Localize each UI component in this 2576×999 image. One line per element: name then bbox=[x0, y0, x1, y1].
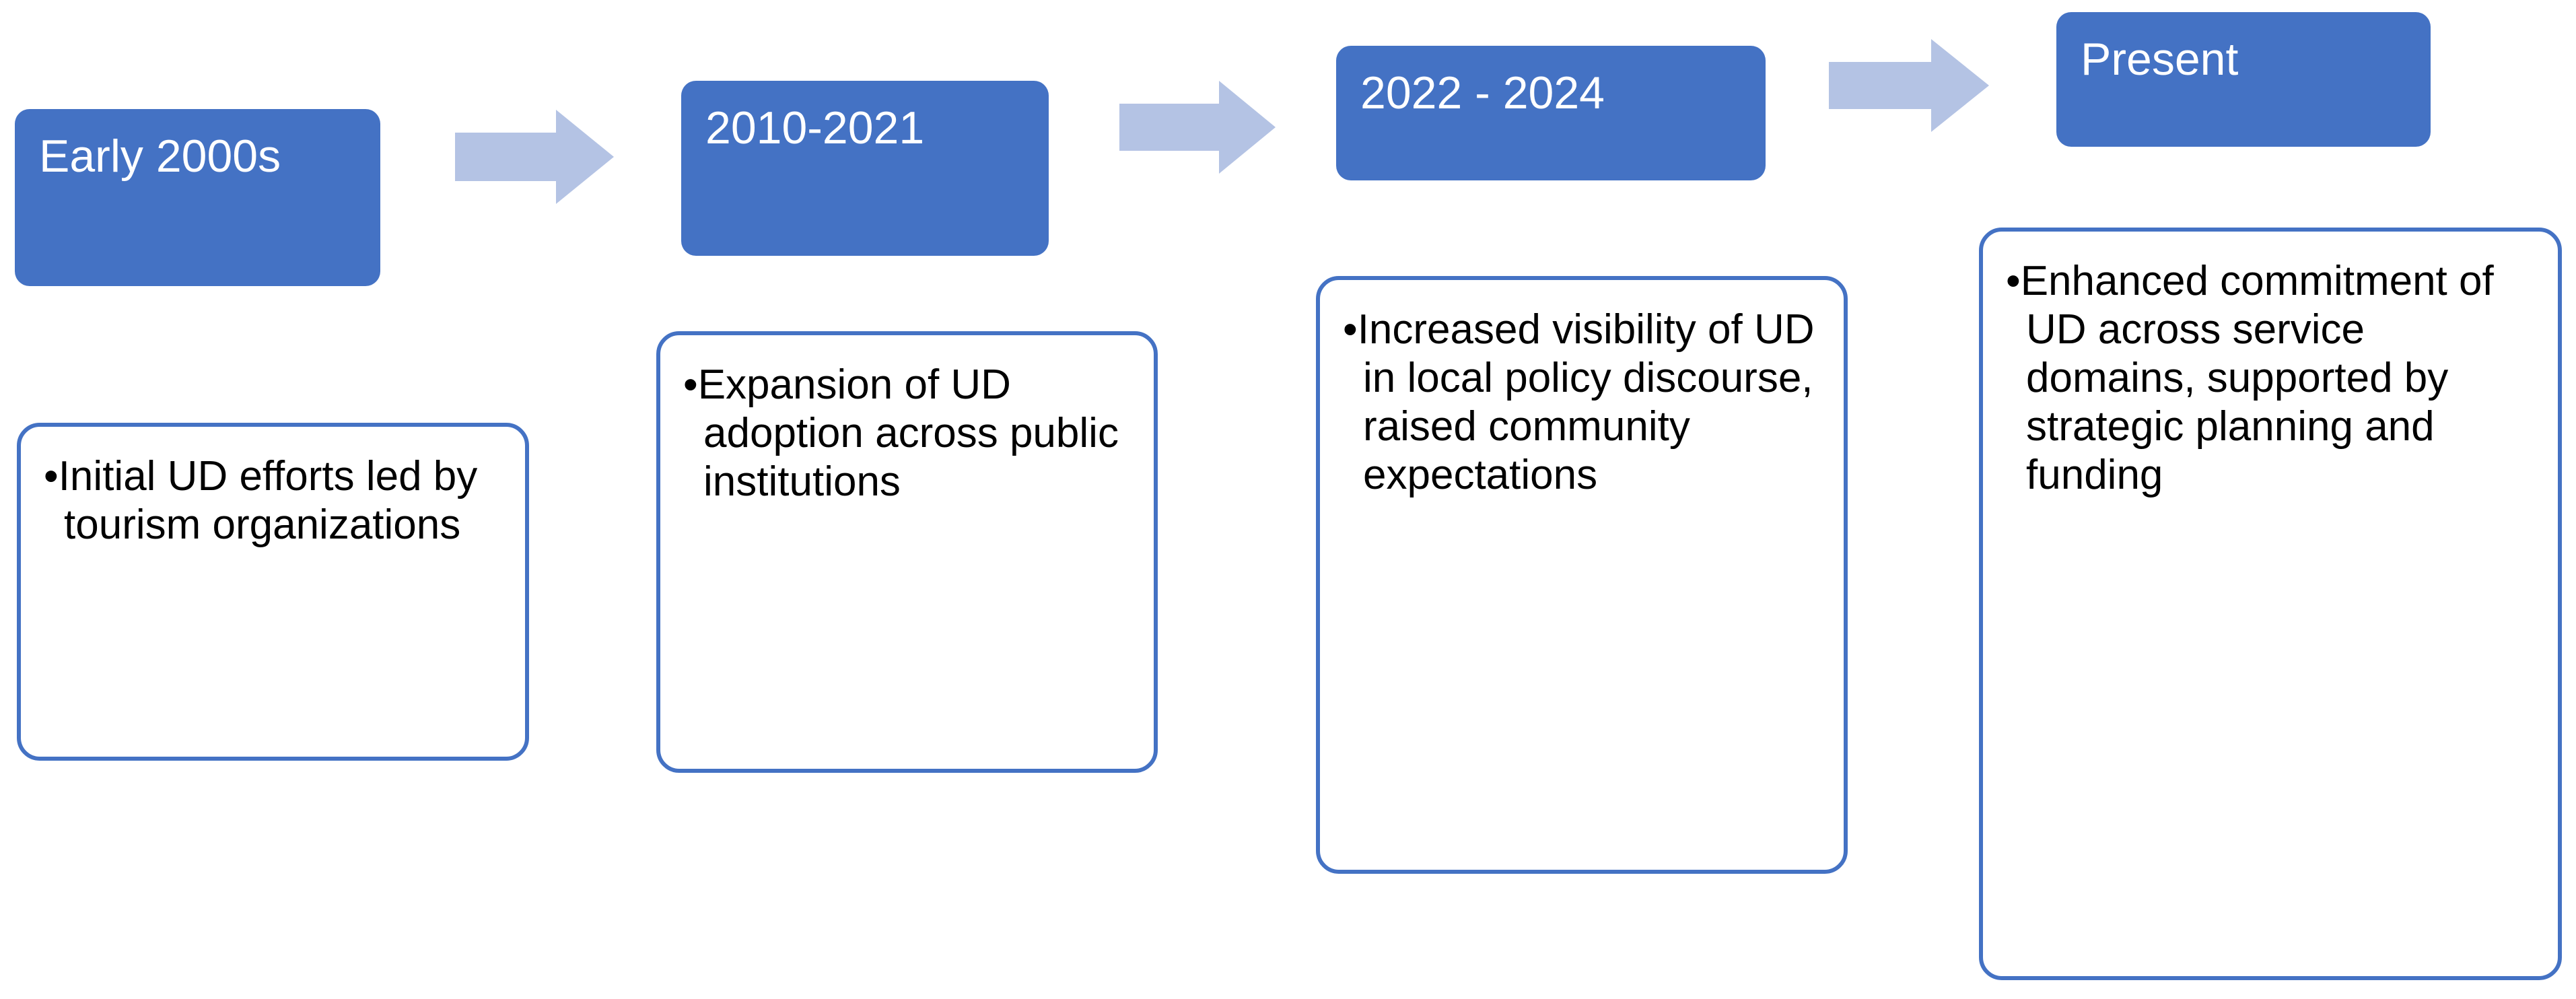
period-chip-4: Present bbox=[2056, 12, 2431, 147]
detail-box-4: •Enhanced commitment of UD across servic… bbox=[1979, 228, 2562, 980]
detail-text-3: •Increased visibility of UD in local pol… bbox=[1343, 306, 1815, 498]
period-label-3: 2022 - 2024 bbox=[1360, 67, 1605, 118]
right-arrow-icon-3-glyph bbox=[1829, 39, 1989, 132]
period-label-2: 2010-2021 bbox=[705, 102, 925, 153]
right-arrow-icon-2 bbox=[1119, 81, 1276, 174]
detail-box-2: •Expansion of UD adoption across public … bbox=[656, 331, 1158, 773]
period-chip-3: 2022 - 2024 bbox=[1336, 46, 1766, 180]
right-arrow-icon-3 bbox=[1829, 39, 1989, 132]
right-arrow-icon-1-glyph bbox=[455, 110, 614, 204]
detail-box-1: •Initial UD efforts led by tourism organ… bbox=[17, 423, 529, 761]
right-arrow-icon-1 bbox=[455, 110, 614, 204]
detail-text-1: •Initial UD efforts led by tourism organ… bbox=[44, 453, 478, 548]
period-label-1: Early 2000s bbox=[39, 131, 281, 182]
detail-box-3: •Increased visibility of UD in local pol… bbox=[1316, 276, 1848, 874]
detail-text-2: •Expansion of UD adoption across public … bbox=[683, 361, 1119, 505]
period-chip-1: Early 2000s bbox=[15, 109, 380, 286]
period-chip-2: 2010-2021 bbox=[681, 81, 1049, 256]
right-arrow-icon-2-glyph bbox=[1119, 81, 1276, 174]
period-label-4: Present bbox=[2081, 34, 2239, 85]
detail-text-4: •Enhanced commitment of UD across servic… bbox=[2006, 258, 2494, 498]
